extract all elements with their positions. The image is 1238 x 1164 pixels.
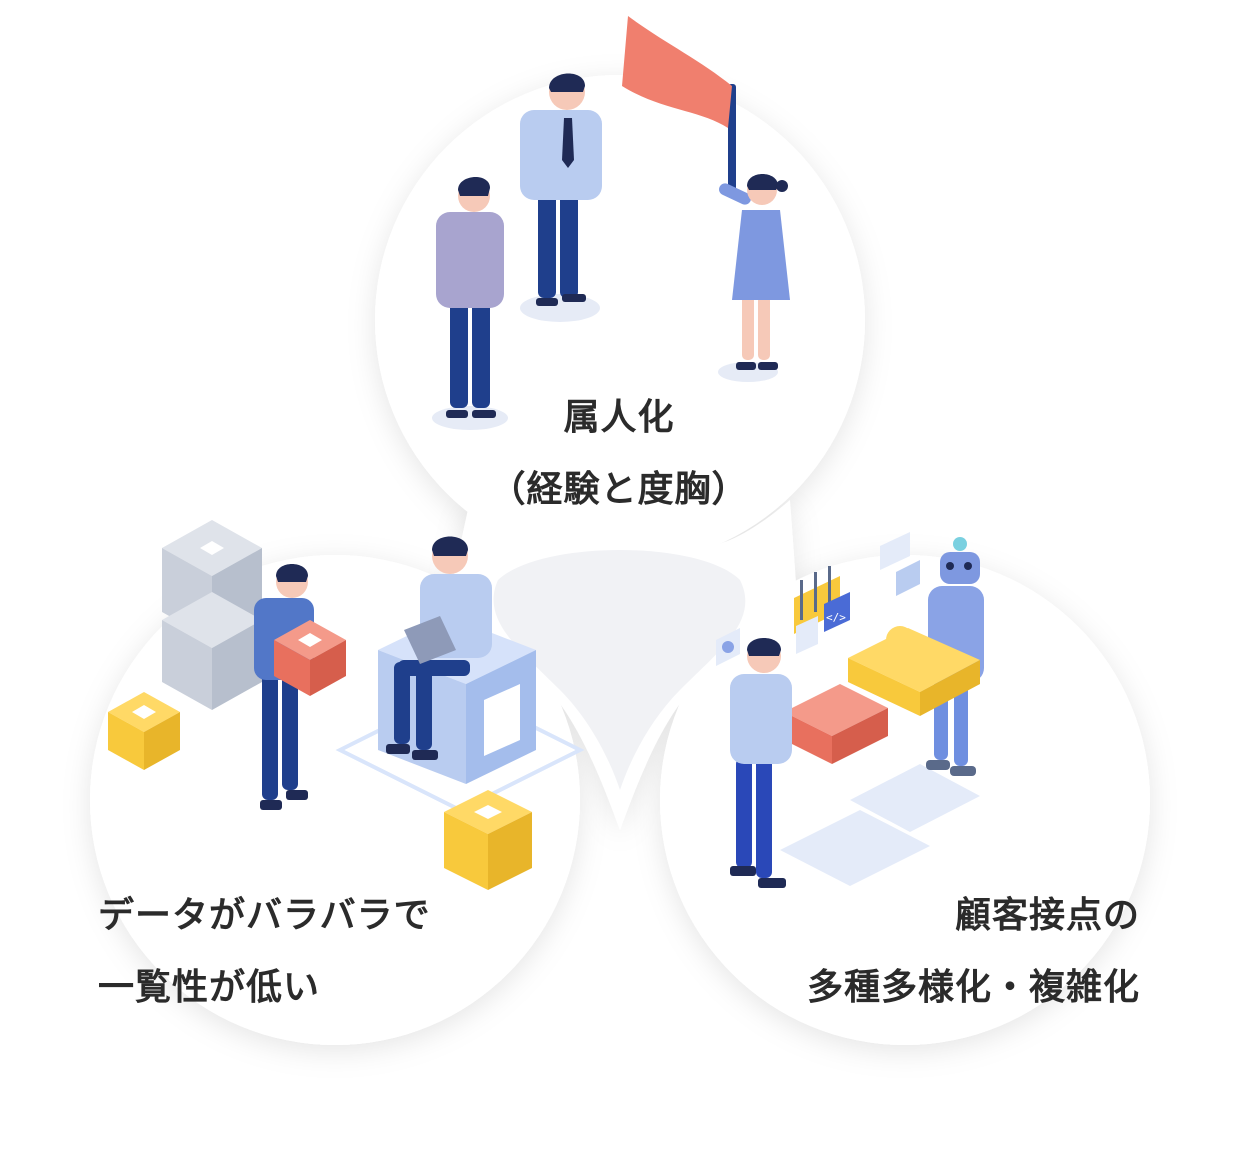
issue-label-left: データがバラバラで 一覧性が低い [98, 880, 431, 1024]
red-box [274, 620, 346, 696]
flag-icon [622, 16, 736, 196]
person-holding-puzzle [730, 638, 792, 888]
issue-label-right-line1: 顧客接点の [954, 895, 1140, 936]
code-icon: </> [796, 592, 850, 654]
issue-label-top-line1: 属人化 [563, 397, 675, 438]
floor-puzzle-pieces [780, 764, 980, 886]
issue-label-right: 顧客接点の 多種多様化・複雑化 [807, 880, 1140, 1024]
gear-icon [716, 628, 740, 666]
yellow-box-bottom [444, 790, 532, 890]
issue-label-top-line2: （経験と度胸） [489, 469, 749, 510]
issue-label-top: 属人化 （経験と度胸） [0, 382, 1238, 526]
person-woman-flag [719, 174, 790, 370]
gray-box-stack [162, 520, 262, 710]
person-with-laptop [386, 536, 492, 760]
puzzle-icon [848, 626, 980, 716]
top-illustration [432, 16, 790, 430]
puzzle-piece-red [784, 684, 888, 764]
center-gap [493, 550, 746, 790]
issue-label-right-line2: 多種多様化・複雑化 [806, 967, 1140, 1008]
chat-icon [880, 532, 920, 596]
right-illustration: </> [716, 532, 984, 888]
yellow-box-left [108, 692, 180, 770]
left-illustration [108, 520, 585, 890]
chart-icon [794, 566, 840, 634]
person-with-tie [520, 73, 602, 306]
issue-label-left-line1: データがバラバラで [98, 895, 431, 936]
issue-label-left-line2: 一覧性が低い [98, 967, 321, 1008]
svg-text:</>: </> [826, 611, 846, 624]
person-purple-shirt [436, 176, 504, 418]
